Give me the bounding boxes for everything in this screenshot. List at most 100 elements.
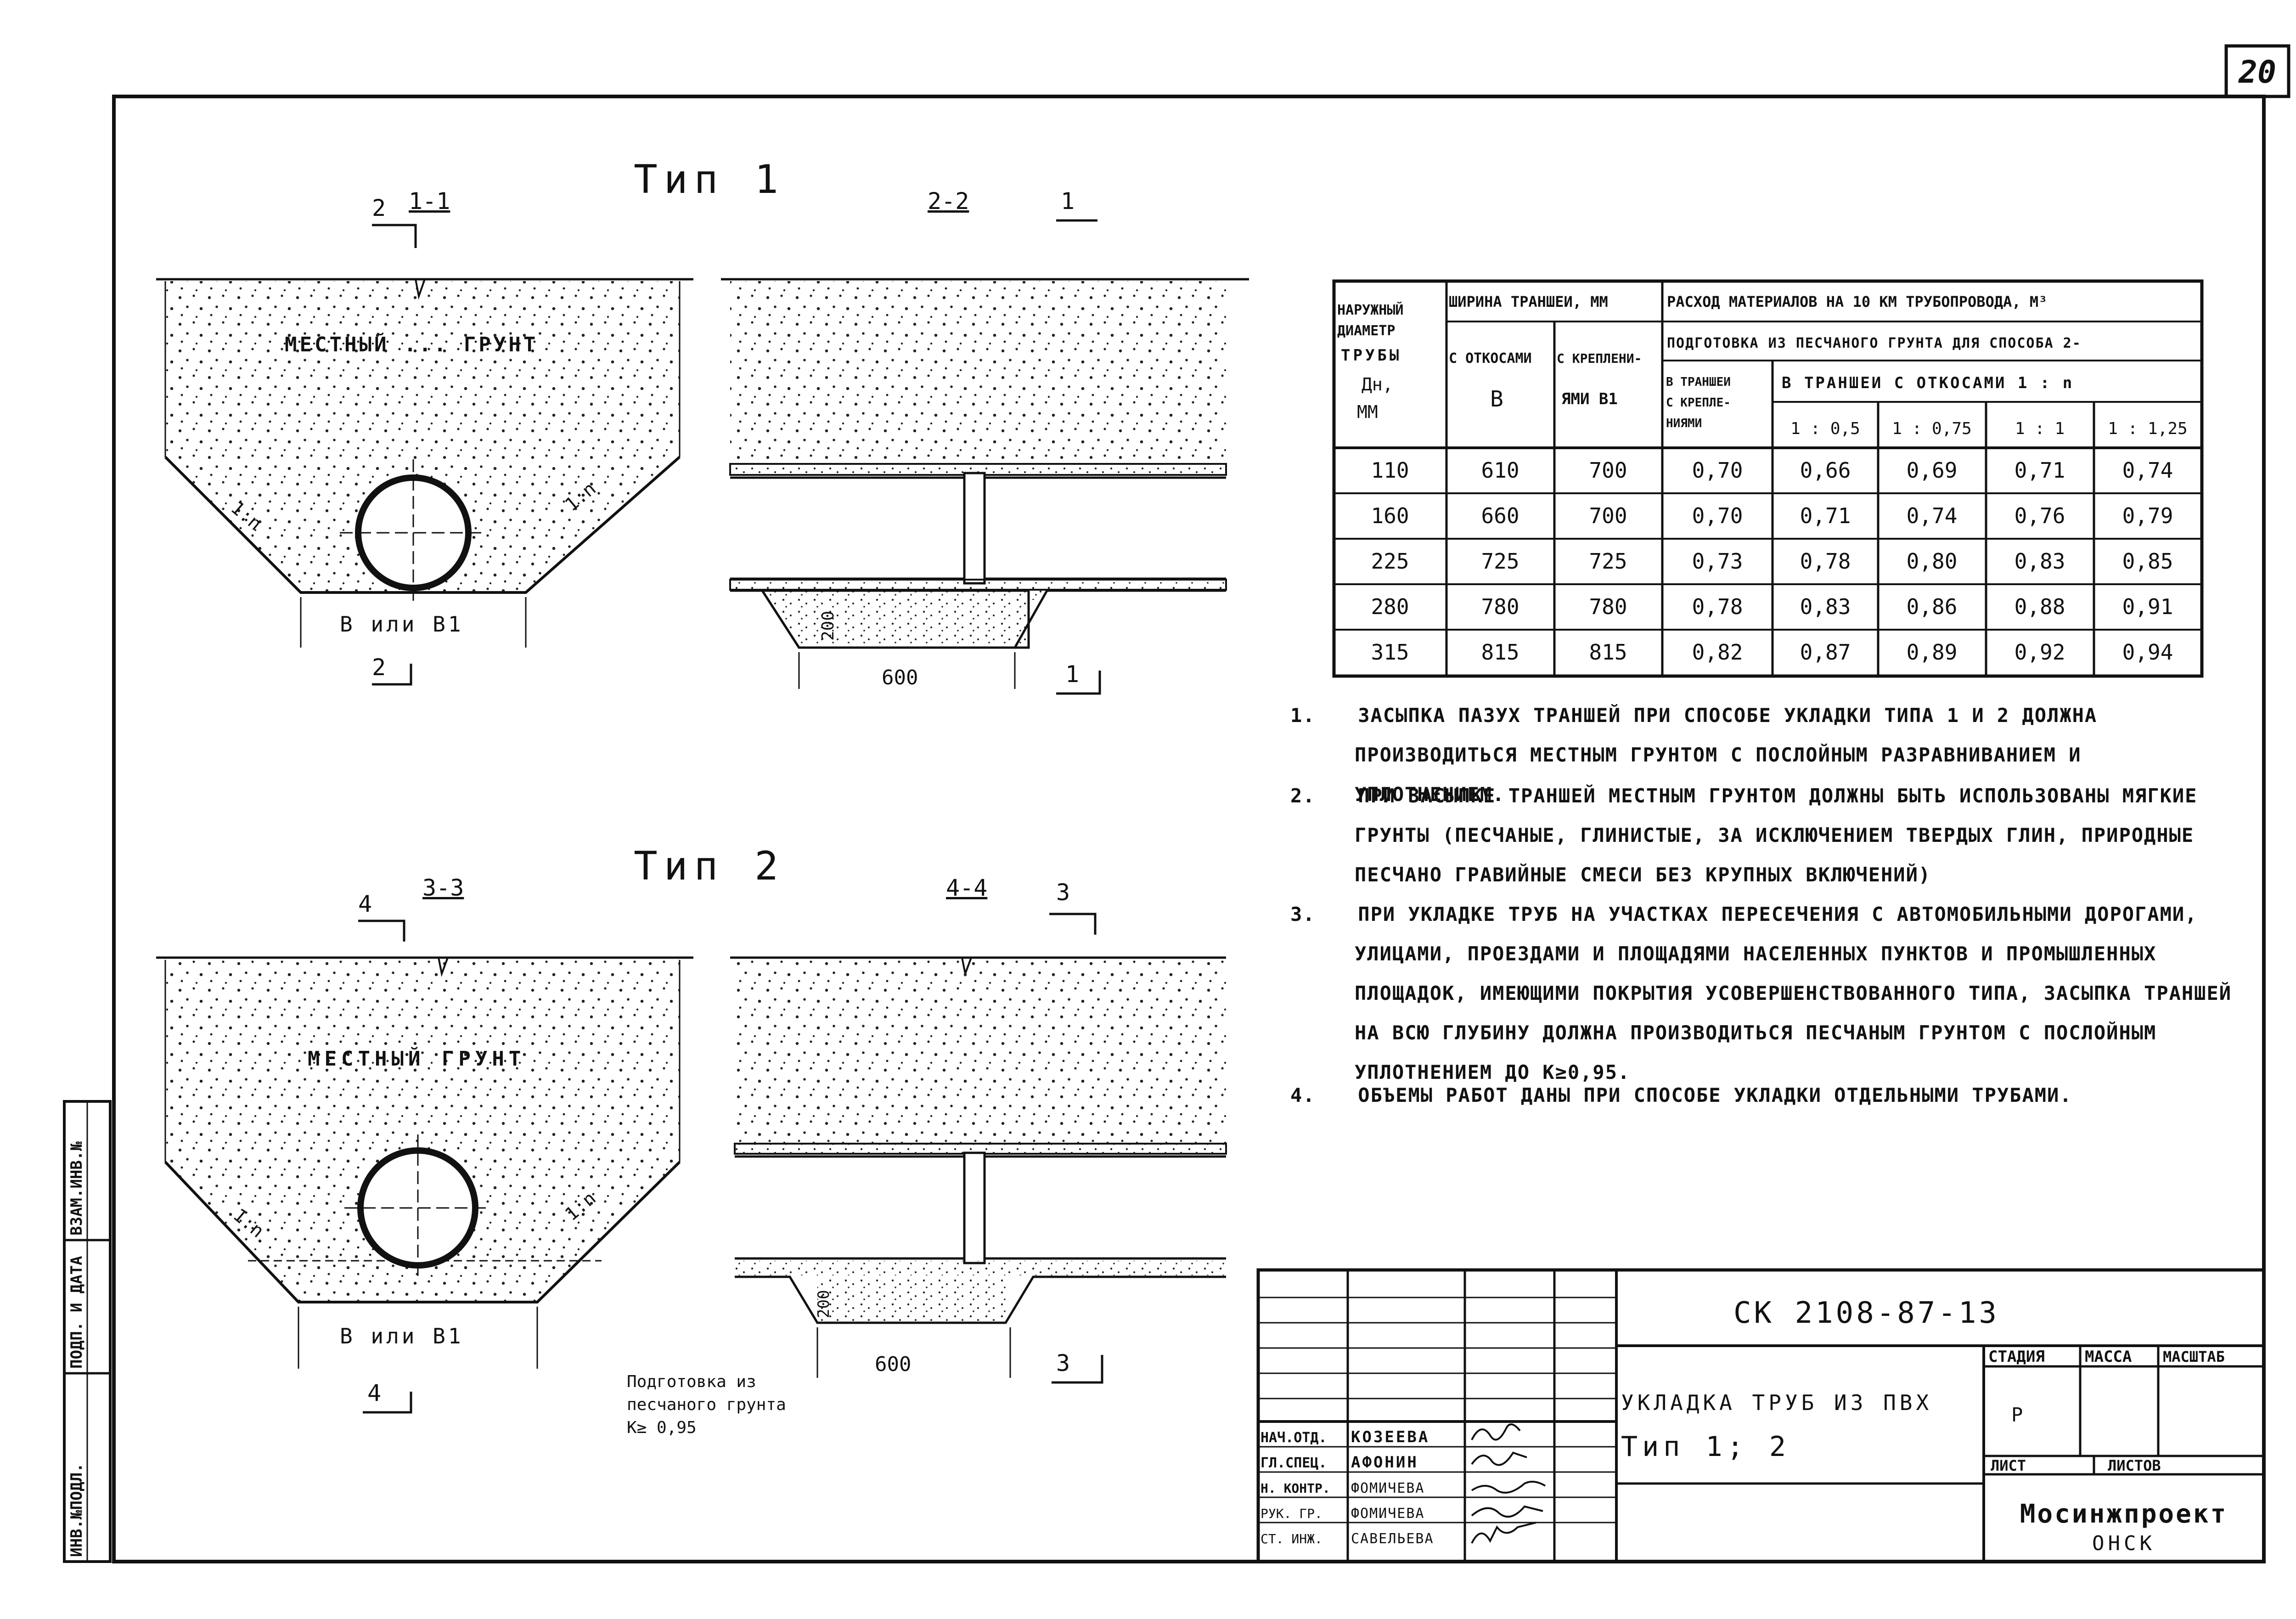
cut-mark-3-top: 3	[1056, 879, 1070, 906]
section-4-4-label: 4-4	[946, 874, 987, 901]
note-2-text: При засыпке траншей местным грунтом долж…	[1355, 784, 2198, 886]
th-ratio-4: 1 : 1,25	[2108, 419, 2187, 438]
table-cell: 0,86	[1907, 594, 1958, 619]
sand-bed-2-2	[760, 589, 1030, 649]
table-cell: 700	[1589, 458, 1627, 483]
section-2-2-label: 2-2	[928, 188, 969, 214]
table-cell: 725	[1589, 549, 1627, 574]
table-cell: 0,71	[2015, 458, 2065, 483]
role-1: НАЧ.ОТД.	[1261, 1430, 1327, 1446]
note-2: 2. При засыпке траншей местным грунтом д…	[1290, 776, 2236, 895]
th-trench-sup-2: С КРЕПЛЕ-	[1666, 396, 1731, 410]
th-diam-4: Дн,	[1362, 374, 1393, 395]
note-4-num: 4.	[1290, 1084, 1316, 1106]
table-cell: 780	[1481, 594, 1519, 619]
scale-header: МАСШТАБ	[2163, 1348, 2225, 1365]
note-4-text: Объемы работ даны при способе укладки от…	[1358, 1084, 2072, 1106]
th-supports-1: С КРЕПЛЕНИ-	[1557, 351, 1642, 366]
table-cell: 0,76	[2015, 503, 2065, 528]
note-1-num: 1.	[1290, 704, 1316, 727]
th-trench-sup-1: В ТРАНШЕИ	[1666, 375, 1731, 389]
stage-value: Р	[2011, 1404, 2023, 1426]
table-cell: 0,82	[1692, 640, 1743, 665]
th-supports-2: ЯМИ В1	[1561, 390, 1618, 408]
th-diam-1: НАРУЖНЫЙ	[1337, 302, 1404, 318]
table-cell: 815	[1481, 640, 1519, 665]
dim-600-type2: 600	[875, 1353, 911, 1376]
th-ratio-1: 1 : 0,5	[1790, 419, 1860, 438]
title-block: НАЧ.ОТД. КОЗЕЕВА ГЛ.СПЕЦ. АФОНИН Н. КОНТ…	[1256, 1268, 2266, 1563]
th-ratio-2: 1 : 0,75	[1892, 419, 1971, 438]
th-diam-2: ДИАМЕТР	[1337, 323, 1395, 339]
table-cell: 0,70	[1692, 503, 1743, 528]
table-cell: 0,78	[1692, 594, 1743, 619]
stamp-inv-podl: ИНВ.№ПОДЛ.	[68, 1463, 86, 1557]
section-2-2: 2-2 1 200 600 1	[721, 188, 1249, 695]
note-1: 1. Засыпка пазух траншей при способе укл…	[1290, 696, 2236, 814]
table-cell: 0,73	[1692, 549, 1743, 574]
table-cell: 160	[1371, 503, 1409, 528]
th-trench-sup-3: НИЯМИ	[1666, 417, 1702, 430]
table-cell: 725	[1481, 549, 1519, 574]
sheet-frame	[112, 95, 2266, 1563]
prep-note-2: песчаного грунта	[627, 1395, 786, 1414]
th-ratio-3: 1 : 1	[2015, 419, 2065, 438]
th-width: ШИРИНА ТРАНШЕИ, ММ	[1449, 293, 1608, 310]
backfill-4-4	[735, 960, 1226, 1144]
name-3: ФОМИЧЕВА	[1351, 1480, 1425, 1496]
table-cell: 225	[1371, 549, 1409, 574]
note-3-num: 3.	[1290, 903, 1316, 925]
th-diam-5: ММ	[1357, 402, 1378, 422]
note-4: 4. Объемы работ даны при способе укладки…	[1290, 1076, 2236, 1115]
th-slopes-1: С ОТКОСАМИ	[1449, 350, 1532, 367]
name-2: АФОНИН	[1351, 1453, 1418, 1472]
table-cell: 0,66	[1800, 458, 1851, 483]
name-5: САВЕЛЬЕВА	[1351, 1531, 1434, 1547]
table-cell: 315	[1371, 640, 1409, 665]
note-3: 3. При укладке труб на участках пересече…	[1290, 895, 2236, 1092]
side-stamp: ИНВ.№ПОДЛ. ПОДП. И ДАТА ВЗАМ.ИНВ.№	[63, 1100, 112, 1563]
stamp-vzam-inv: ВЗАМ.ИНВ.№	[68, 1141, 86, 1235]
stage-header: СТАДИЯ	[1988, 1348, 2045, 1366]
prep-note-3: К≥ 0,95	[627, 1418, 697, 1437]
table-cell: 0,89	[1907, 640, 1958, 665]
table-cell: 815	[1589, 640, 1627, 665]
table-cell: 0,94	[2122, 640, 2173, 665]
th-consumption: РАСХОД МАТЕРИАЛОВ НА 10 КМ ТРУБОПРОВОДА,…	[1667, 293, 2047, 310]
table-cell: 0,88	[2015, 594, 2065, 619]
width-label-1: В или В1	[340, 612, 464, 637]
sheets-header: ЛИСТОВ	[2108, 1457, 2161, 1474]
cut-mark-4-bottom: 4	[367, 1380, 381, 1406]
dim-600-type1: 600	[882, 666, 918, 689]
cut-mark-1-bottom: 1	[1065, 661, 1079, 688]
type2-title: Тип 2	[634, 843, 785, 889]
mass-header: МАССА	[2085, 1348, 2132, 1366]
section-3-3-label: 3-3	[422, 874, 464, 901]
table-cell: 0,80	[1907, 549, 1958, 574]
cut-mark-2-bottom: 2	[372, 654, 386, 681]
description-2: Тип 1; 2	[1621, 1431, 1790, 1463]
th-prep: ПОДГОТОВКА ИЗ ПЕСЧАНОГО ГРУНТА ДЛЯ СПОСО…	[1667, 335, 2082, 351]
soil-label-2: МЕСТНЫЙ ГРУНТ	[308, 1046, 525, 1071]
backfill-2-2	[730, 281, 1226, 465]
soil-label-1: МЕСТНЫЙ ... ГРУНТ	[285, 332, 538, 356]
trench-1-1-fill	[165, 281, 680, 592]
sheet-header: ЛИСТ	[1991, 1457, 2026, 1474]
table-cell: 0,69	[1907, 458, 1958, 483]
table-cell: 610	[1481, 458, 1519, 483]
note-1-text: Засыпка пазух траншей при способе укладк…	[1355, 704, 2098, 806]
role-5: СТ. ИНЖ.	[1261, 1531, 1322, 1546]
section-3-3: 3-3 4 МЕСТНЫЙ ГРУНТ 1:n 1:n В или В1 4 П…	[156, 874, 786, 1437]
cut-mark-1-top: 1	[1061, 188, 1075, 214]
name-4: ФОМИЧЕВА	[1351, 1506, 1425, 1522]
note-2-num: 2.	[1290, 784, 1316, 807]
section-4-4: 4-4 3 200 600 3	[730, 874, 1227, 1384]
stamp-podp-data: ПОДП. И ДАТА	[68, 1256, 86, 1369]
trench-3-3-fill	[165, 960, 680, 1302]
description-1: УКЛАДКА ТРУБ ИЗ ПВХ	[1621, 1390, 1932, 1415]
org-dept: ОНСК	[2092, 1532, 2155, 1555]
materials-table: НАРУЖНЫЙ ДИАМЕТР ТРУБЫ Дн, ММ ШИРИНА ТРА…	[1332, 279, 2204, 678]
section-1-1: 1-1 2 МЕСТНЫЙ ... ГРУНТ 1:n 1:n В или В1…	[156, 188, 693, 686]
section-1-1-label: 1-1	[409, 188, 450, 214]
